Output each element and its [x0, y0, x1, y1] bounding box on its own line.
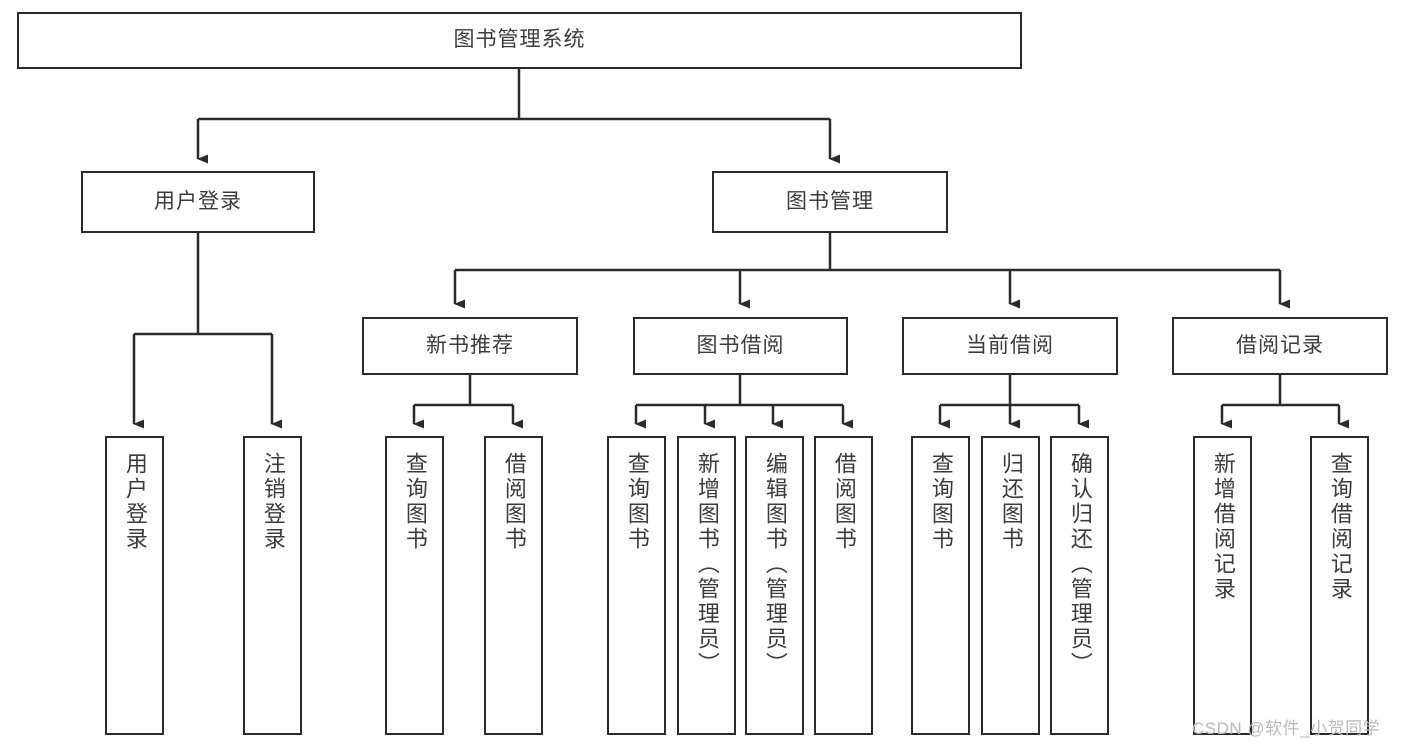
node-label: 借阅图书: [831, 452, 857, 552]
node-label: 用户登录: [122, 452, 148, 552]
node-label: 当前借阅: [966, 333, 1054, 357]
node-label: 用户登录: [154, 189, 242, 213]
leaf-user-login[interactable]: 用户登录: [105, 436, 164, 735]
node-user-login[interactable]: 用户登录: [81, 171, 315, 233]
leaf-edit-book-admin[interactable]: 编辑图书（管理员）: [745, 436, 804, 735]
node-label: 图书管理: [786, 189, 874, 213]
node-label: 注销登录: [260, 452, 286, 552]
leaf-query-book-recommend[interactable]: 查询图书: [385, 436, 444, 735]
node-borrow-record[interactable]: 借阅记录: [1172, 317, 1388, 375]
node-label: 查询图书: [624, 452, 650, 552]
leaf-borrow-book-recommend[interactable]: 借阅图书: [484, 436, 543, 735]
leaf-return-book[interactable]: 归还图书: [981, 436, 1040, 735]
node-label: 图书管理系统: [453, 28, 586, 52]
leaf-confirm-return-admin[interactable]: 确认归还（管理员）: [1050, 436, 1109, 735]
node-root-system[interactable]: 图书管理系统: [17, 12, 1022, 69]
watermark-text: CSDN @软件_小贺同学: [1192, 719, 1381, 738]
node-book-management[interactable]: 图书管理: [712, 171, 948, 233]
leaf-query-borrow-record[interactable]: 查询借阅记录: [1310, 436, 1369, 735]
leaf-query-book-borrow[interactable]: 查询图书: [607, 436, 666, 735]
leaf-user-logout[interactable]: 注销登录: [243, 436, 302, 735]
node-label: 查询借阅记录: [1327, 452, 1353, 602]
node-label: 借阅记录: [1236, 333, 1324, 357]
node-label: 编辑图书（管理员）: [762, 452, 788, 677]
node-current-borrow[interactable]: 当前借阅: [902, 317, 1118, 375]
leaf-query-book-current[interactable]: 查询图书: [911, 436, 970, 735]
node-label: 借阅图书: [501, 452, 527, 552]
node-label: 图书借阅: [696, 333, 785, 357]
node-label: 查询图书: [402, 452, 428, 552]
node-book-borrow[interactable]: 图书借阅: [633, 317, 848, 375]
node-label: 新增图书（管理员）: [694, 452, 720, 677]
node-label: 新增借阅记录: [1210, 452, 1236, 602]
node-label: 归还图书: [998, 452, 1024, 552]
leaf-borrow-book[interactable]: 借阅图书: [814, 436, 873, 735]
leaf-add-borrow-record[interactable]: 新增借阅记录: [1193, 436, 1252, 735]
leaf-add-book-admin[interactable]: 新增图书（管理员）: [677, 436, 736, 735]
node-label: 新书推荐: [426, 333, 514, 357]
node-label: 查询图书: [928, 452, 954, 552]
node-label: 确认归还（管理员）: [1067, 452, 1093, 677]
node-new-book-recommend[interactable]: 新书推荐: [362, 317, 578, 375]
